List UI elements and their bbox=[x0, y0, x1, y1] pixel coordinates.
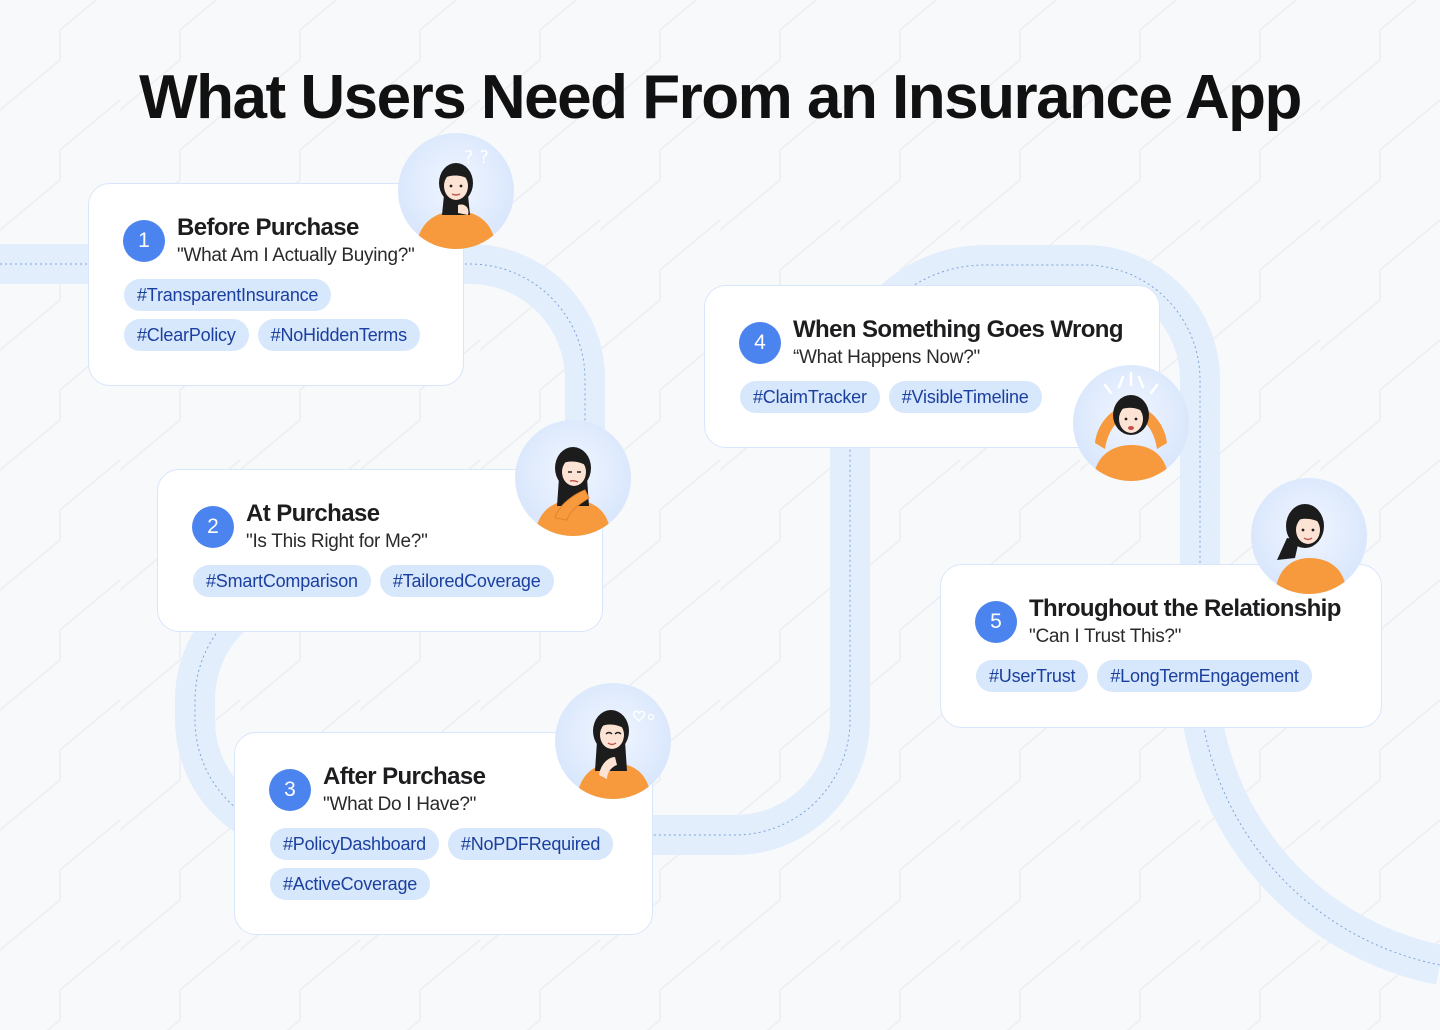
svg-text:? ?: ? ? bbox=[464, 147, 489, 168]
stage-title: Before Purchase bbox=[177, 214, 359, 241]
happy-woman-icon bbox=[555, 683, 671, 799]
stage-number-badge: 5 bbox=[975, 601, 1017, 643]
tag[interactable]: #PolicyDashboard bbox=[270, 828, 439, 860]
tag[interactable]: #ClearPolicy bbox=[124, 319, 249, 351]
stage-question: "What Am I Actually Buying?" bbox=[177, 245, 415, 266]
stage-number-badge: 3 bbox=[269, 769, 311, 811]
confident-woman-icon bbox=[1251, 478, 1367, 594]
tag[interactable]: #ClaimTracker bbox=[740, 381, 880, 413]
stage-question: "Is This Right for Me?" bbox=[246, 531, 428, 552]
tag-list: #UserTrust #LongTermEngagement bbox=[976, 660, 1376, 692]
tag[interactable]: #LongTermEngagement bbox=[1097, 660, 1312, 692]
tag[interactable]: #ActiveCoverage bbox=[270, 868, 431, 900]
tag[interactable]: #UserTrust bbox=[976, 660, 1089, 692]
stage-title: After Purchase bbox=[323, 763, 486, 790]
stressed-woman-icon bbox=[1073, 365, 1189, 481]
tag-list: #ClaimTracker #VisibleTimeline bbox=[740, 381, 1100, 413]
tag[interactable]: #VisibleTimeline bbox=[888, 381, 1042, 413]
stage-number-badge: 1 bbox=[123, 220, 165, 262]
page-title: What Users Need From an Insurance App bbox=[139, 63, 1302, 132]
stage-title: Throughout the Relationship bbox=[1029, 595, 1341, 622]
stage-question: “What Happens Now?" bbox=[793, 347, 980, 368]
stage-number-badge: 2 bbox=[192, 506, 234, 548]
tag[interactable]: #SmartComparison bbox=[193, 565, 371, 597]
tag-list: #TransparentInsurance #ClearPolicy #NoHi… bbox=[124, 279, 454, 351]
tag[interactable]: #NoPDFRequired bbox=[447, 828, 614, 860]
stage-question: "What Do I Have?" bbox=[323, 794, 477, 815]
thinking-woman-icon: ? ? bbox=[398, 133, 514, 249]
stage-title: At Purchase bbox=[246, 500, 380, 527]
tag[interactable]: #NoHiddenTerms bbox=[257, 319, 420, 351]
tag[interactable]: #TransparentInsurance bbox=[124, 279, 332, 311]
stage-number-badge: 4 bbox=[739, 322, 781, 364]
stage-question: "Can I Trust This?" bbox=[1029, 626, 1182, 647]
pondering-woman-icon bbox=[515, 420, 631, 536]
tag-list: #SmartComparison #TailoredCoverage bbox=[193, 565, 593, 597]
tag-list: #PolicyDashboard #NoPDFRequired #ActiveC… bbox=[270, 828, 640, 900]
stage-card-before-purchase: 1 Before Purchase "What Am I Actually Bu… bbox=[88, 183, 464, 386]
tag[interactable]: #TailoredCoverage bbox=[379, 565, 554, 597]
stage-title: When Something Goes Wrong bbox=[793, 316, 1123, 343]
